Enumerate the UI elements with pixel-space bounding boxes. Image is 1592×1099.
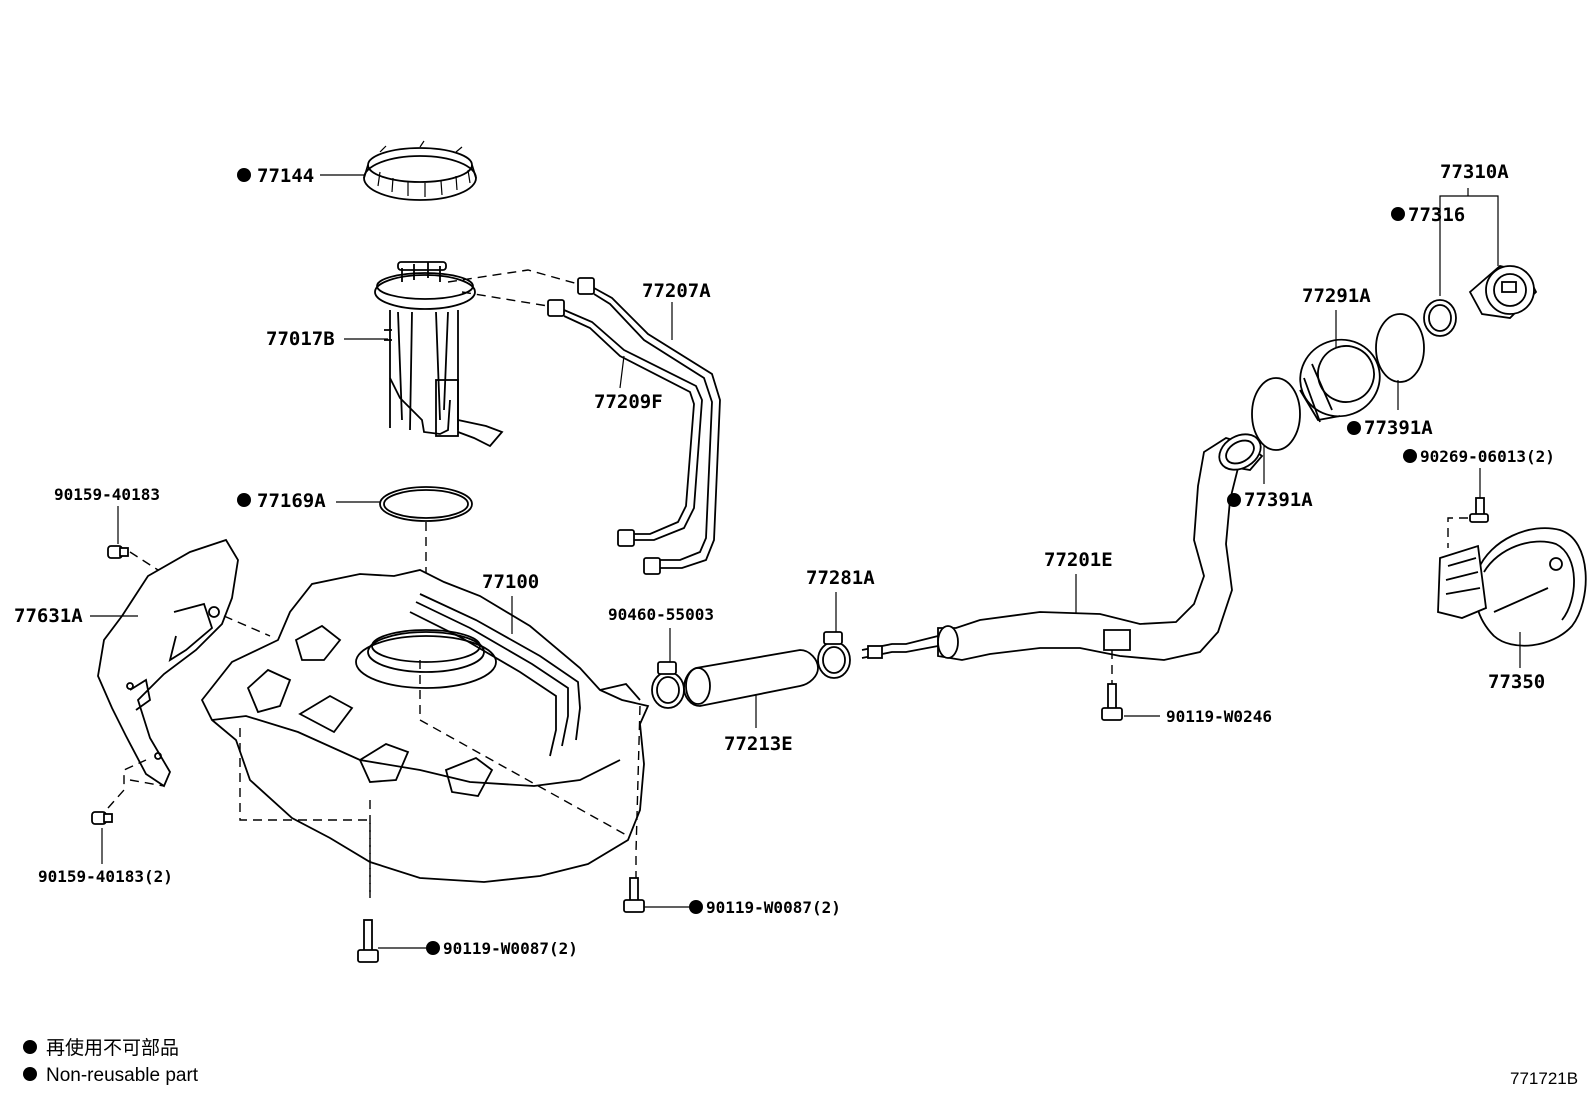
bolt-drawing (1101, 683, 1123, 721)
bolt-drawing (91, 811, 113, 825)
part-number-77281A: 77281A (806, 567, 875, 589)
non-reusable-marker (1403, 449, 1417, 463)
legend-marker (23, 1040, 37, 1054)
part-number-77169A: 77169A (257, 490, 326, 512)
bolt-drawing (623, 877, 645, 913)
filler-neck-drawing (1299, 338, 1381, 423)
fuel-tank-protector-drawing (97, 538, 239, 788)
gasket-drawing (379, 486, 473, 522)
non-reusable-marker (1227, 493, 1241, 507)
bolt-drawing (107, 545, 129, 559)
wire-harness-drawing (547, 277, 721, 575)
non-reusable-marker (689, 900, 703, 914)
fuel-cap-drawing (1423, 265, 1538, 337)
legend-marker (23, 1067, 37, 1081)
part-number-77209F: 77209F (594, 391, 663, 413)
non-reusable-marker (237, 493, 251, 507)
part-number-77100: 77100 (482, 571, 539, 593)
part-number-77201E: 77201E (1044, 549, 1113, 571)
gasket-drawing (1251, 377, 1301, 451)
non-reusable-marker (237, 168, 251, 182)
part-number-90119-W0087-2a: 90119-W0087(2) (443, 939, 578, 958)
non-reusable-marker (1347, 421, 1361, 435)
part-number-90119-W0246: 90119-W0246 (1166, 707, 1272, 726)
fuel-filler-pipe-drawing (861, 433, 1264, 661)
part-number-77213E: 77213E (724, 733, 793, 755)
non-reusable-marker (1391, 207, 1405, 221)
part-number-77207A: 77207A (642, 280, 711, 302)
gasket-drawing (1375, 313, 1425, 383)
part-number-90119-W0087-2b: 90119-W0087(2) (706, 898, 841, 917)
fuel-tank-drawing (200, 569, 650, 883)
part-number-77391A-upper: 77391A (1364, 417, 1433, 439)
filler-hose-drawing (683, 649, 819, 707)
fuel-lid-drawing (1437, 527, 1587, 647)
part-number-90460-55003: 90460-55003 (608, 605, 714, 624)
legend-japanese: 再使用不可部品 (46, 1037, 179, 1059)
non-reusable-marker (426, 941, 440, 955)
diagram-reference-code: 771721B (1510, 1069, 1578, 1088)
bolt-drawing (357, 919, 379, 963)
lock-ring-drawing (363, 140, 477, 201)
part-number-90159-40183-2: 90159-40183(2) (38, 867, 173, 886)
part-number-90269-06013-2: 90269-06013(2) (1420, 447, 1555, 466)
legend-english: Non-reusable part (46, 1065, 199, 1086)
part-number-77291A: 77291A (1302, 285, 1371, 307)
part-number-77350: 77350 (1488, 671, 1545, 693)
hose-clamp-drawing (651, 661, 685, 709)
part-number-77144: 77144 (257, 165, 314, 187)
part-number-77017B: 77017B (266, 328, 335, 350)
screw-drawing (1469, 497, 1489, 523)
hose-clamp-drawing (817, 631, 851, 679)
fuel-pump-drawing (374, 261, 504, 448)
part-number-77316: 77316 (1408, 204, 1465, 226)
part-number-90159-40183: 90159-40183 (54, 485, 160, 504)
part-number-77310A: 77310A (1440, 161, 1509, 183)
part-number-77391A-lower: 77391A (1244, 489, 1313, 511)
part-number-77631A: 77631A (14, 605, 83, 627)
